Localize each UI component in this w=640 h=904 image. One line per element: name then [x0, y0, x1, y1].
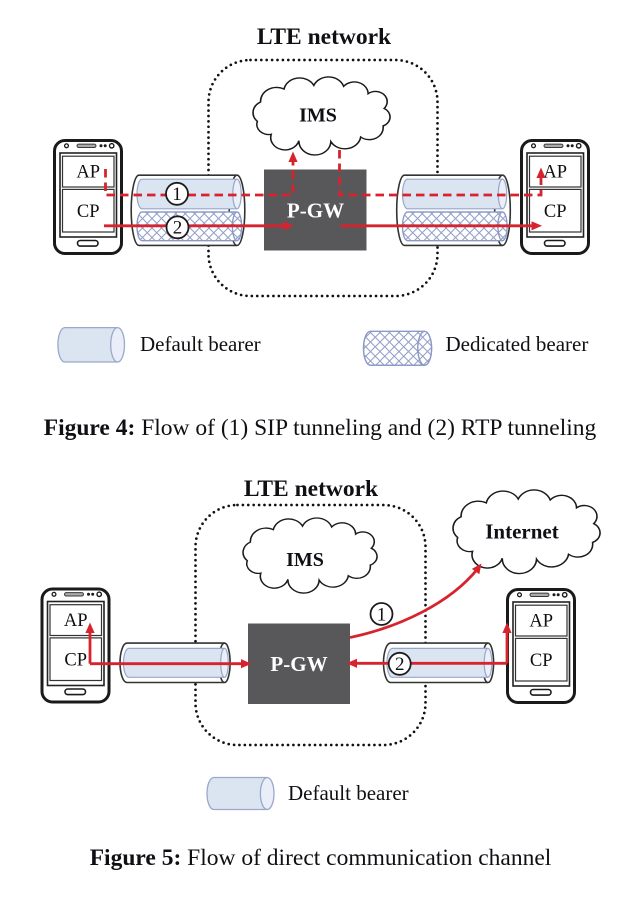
svg-text:Figure 5: Flow of direct commu: Figure 5: Flow of direct communication c…	[90, 845, 552, 871]
svg-text:Figure 4: Flow of (1) SIP tunn: Figure 4: Flow of (1) SIP tunneling and …	[44, 415, 597, 441]
svg-text:Internet: Internet	[485, 520, 558, 544]
svg-text:Dedicated bearer: Dedicated bearer	[446, 332, 589, 356]
svg-text:Default bearer: Default bearer	[288, 781, 409, 805]
svg-text:2: 2	[395, 654, 405, 675]
svg-text:IMS: IMS	[286, 549, 324, 571]
svg-text:IMS: IMS	[299, 105, 337, 127]
svg-text:LTE network: LTE network	[257, 24, 392, 50]
svg-text:P-GW: P-GW	[287, 199, 344, 223]
svg-text:2: 2	[173, 218, 183, 239]
svg-text:1: 1	[172, 184, 182, 205]
svg-text:P-GW: P-GW	[270, 652, 327, 676]
svg-text:1: 1	[377, 604, 387, 625]
svg-text:LTE network: LTE network	[244, 476, 379, 502]
svg-text:Default bearer: Default bearer	[140, 332, 261, 356]
